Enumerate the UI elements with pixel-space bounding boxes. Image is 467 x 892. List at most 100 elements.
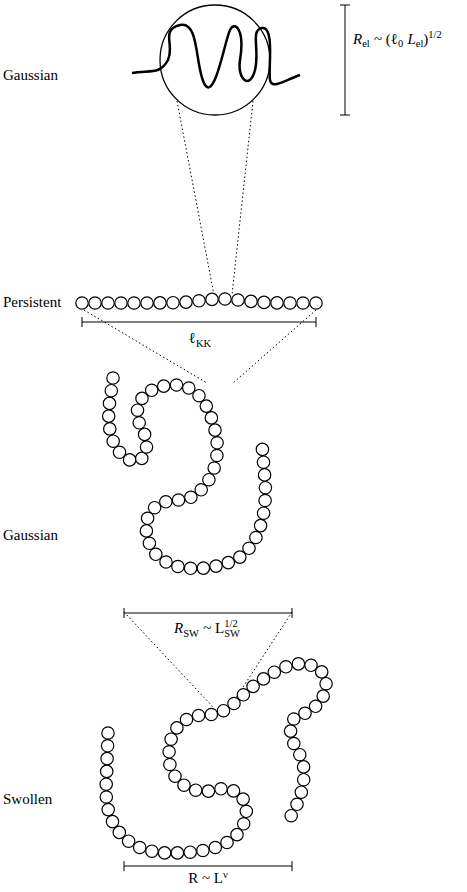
monomer-bead bbox=[103, 397, 115, 409]
formula-part: L bbox=[407, 31, 415, 47]
monomer-bead bbox=[205, 708, 217, 720]
monomer-bead bbox=[167, 297, 179, 309]
bracket-tick bbox=[340, 115, 350, 116]
monomer-bead bbox=[292, 658, 304, 670]
formula-part: 0 bbox=[398, 38, 403, 49]
monomer-bead bbox=[202, 785, 214, 797]
formula-part: el bbox=[416, 38, 424, 49]
monomer-bead bbox=[271, 297, 283, 309]
formula-part: R ~ L bbox=[188, 870, 223, 886]
monomer-bead bbox=[107, 435, 119, 447]
monomer-bead bbox=[141, 512, 153, 524]
monomer-bead bbox=[105, 385, 117, 397]
bracket-line bbox=[124, 613, 292, 614]
monomer-bead bbox=[101, 765, 113, 777]
monomer-bead bbox=[232, 294, 244, 306]
monomer-bead bbox=[208, 462, 220, 474]
monomer-bead bbox=[245, 295, 257, 307]
regime-label: Persistent bbox=[3, 293, 61, 311]
chain-guide bbox=[109, 378, 266, 568]
monomer-bead bbox=[172, 494, 184, 506]
monomer-bead bbox=[200, 400, 212, 412]
formula-part: ℓ bbox=[189, 330, 196, 346]
monomer-bead bbox=[288, 737, 300, 749]
monomer-bead bbox=[134, 841, 146, 853]
monomer-bead bbox=[231, 828, 243, 840]
dimension-formula: ℓKK bbox=[189, 329, 211, 350]
regime-label: Gaussian bbox=[3, 66, 58, 84]
monomer-bead bbox=[257, 673, 269, 685]
monomer-bead bbox=[238, 818, 250, 830]
monomer-bead bbox=[100, 778, 112, 790]
monomer-bead bbox=[197, 562, 209, 574]
formula-part: KK bbox=[196, 338, 211, 349]
monomer-bead bbox=[320, 678, 332, 690]
monomer-bead bbox=[298, 774, 310, 786]
dimension-formula: Rel~ (ℓ0Lel)1/2 bbox=[353, 29, 442, 51]
monomer-bead bbox=[259, 482, 271, 494]
monomer-bead bbox=[131, 404, 143, 416]
monomer-bead bbox=[115, 297, 127, 309]
monomer-bead bbox=[146, 384, 158, 396]
monomer-bead bbox=[297, 297, 309, 309]
monomer-bead bbox=[299, 707, 311, 719]
bracket-line bbox=[124, 866, 292, 867]
dimension-formula: RSW~ LSW1/2 bbox=[174, 619, 240, 640]
sub-sup-stack: SW1/2 bbox=[224, 628, 240, 641]
formula-part: ν bbox=[223, 869, 228, 880]
monomer-bead bbox=[160, 556, 172, 568]
monomer-bead bbox=[170, 379, 182, 391]
zoom-line bbox=[233, 310, 316, 383]
formula-part: R bbox=[353, 31, 362, 47]
monomer-bead bbox=[222, 556, 234, 568]
formula-part: ~ L bbox=[203, 620, 224, 636]
zoom-line bbox=[177, 101, 214, 295]
monomer-bead bbox=[101, 740, 113, 752]
monomer-bead bbox=[316, 666, 328, 678]
monomer-bead bbox=[219, 293, 231, 305]
monomer-bead bbox=[285, 810, 297, 822]
monomer-bead bbox=[258, 469, 270, 481]
monomer-bead bbox=[250, 531, 262, 543]
formula-part: 1/2 bbox=[224, 618, 237, 631]
monomer-bead bbox=[123, 454, 135, 466]
monomer-bead bbox=[211, 449, 223, 461]
monomer-bead bbox=[297, 761, 309, 773]
regime-label: Gaussian bbox=[3, 526, 58, 544]
bracket-tick bbox=[316, 317, 317, 327]
monomer-bead bbox=[171, 847, 183, 859]
monomer-bead bbox=[122, 835, 134, 847]
formula-part: ~ (ℓ bbox=[374, 31, 398, 47]
monomer-bead bbox=[128, 297, 140, 309]
dimension-formula: R ~ Lν bbox=[188, 869, 228, 888]
monomer-bead bbox=[165, 733, 177, 745]
monomer-bead bbox=[209, 424, 221, 436]
monomer-bead bbox=[227, 785, 239, 797]
polymer-strand bbox=[132, 25, 300, 88]
monomer-bead bbox=[185, 491, 197, 503]
length-brackets bbox=[82, 317, 316, 871]
bracket-line bbox=[345, 5, 346, 115]
monomer-bead bbox=[76, 297, 88, 309]
monomer-bead bbox=[143, 537, 155, 549]
monomer-bead bbox=[193, 295, 205, 307]
monomer-bead bbox=[259, 494, 271, 506]
monomer-bead bbox=[254, 519, 266, 531]
monomer-bead bbox=[247, 680, 259, 692]
monomer-bead bbox=[100, 791, 112, 803]
monomer-bead bbox=[101, 752, 113, 764]
size-bracket bbox=[340, 5, 350, 115]
monomer-bead bbox=[258, 296, 270, 308]
formula-part: R bbox=[174, 620, 183, 636]
monomer-bead bbox=[169, 770, 181, 782]
monomer-bead bbox=[104, 423, 116, 435]
formula-part: 1/2 bbox=[428, 29, 441, 40]
monomer-bead bbox=[172, 560, 184, 572]
monomer-bead bbox=[106, 815, 118, 827]
monomer-bead bbox=[288, 713, 300, 725]
monomer-bead bbox=[184, 562, 196, 574]
bracket-tick bbox=[292, 861, 293, 871]
bracket-line bbox=[82, 322, 316, 323]
monomer-bead bbox=[256, 443, 268, 455]
